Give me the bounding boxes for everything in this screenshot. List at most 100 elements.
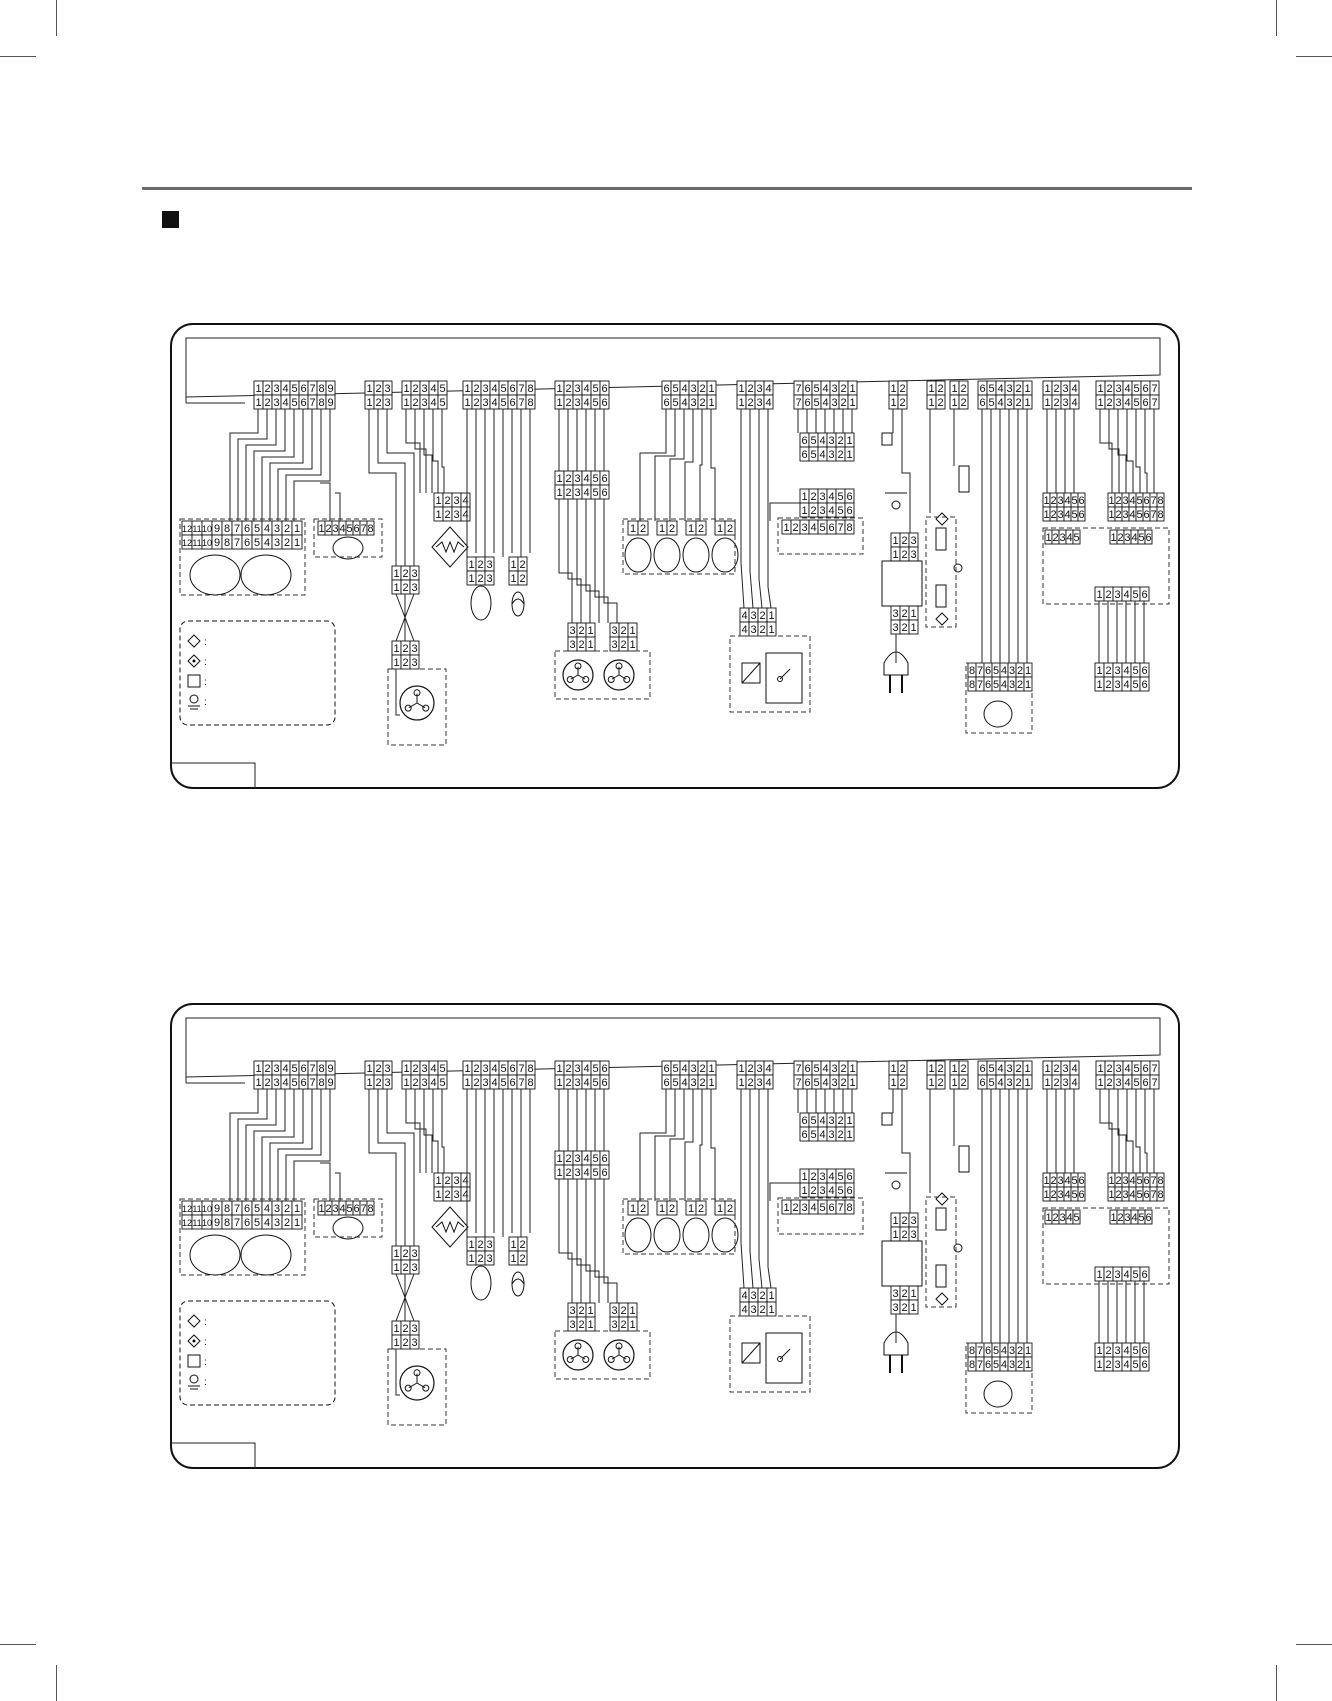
pin-label: 1 [1110, 532, 1116, 544]
pin-label: 2 [1106, 1063, 1112, 1075]
pin-label: 6 [846, 1185, 852, 1197]
winding-terminal [582, 676, 590, 683]
pin-label: 3 [1114, 679, 1120, 691]
legend-colon: : [204, 697, 207, 708]
pin-label: 5 [837, 491, 843, 503]
pin-label: 2 [477, 559, 483, 571]
pin-label: 4 [997, 1063, 1003, 1075]
wire [558, 499, 573, 623]
power-plug-icon [883, 651, 909, 676]
legend-ground-icon [189, 694, 199, 704]
pin-label: 6 [1078, 1175, 1084, 1187]
pin-label: 2 [810, 1185, 816, 1197]
pin-label: 1 [1045, 1212, 1051, 1224]
pin-label: 2 [1105, 1359, 1111, 1371]
pin-label: 1 [294, 1217, 300, 1229]
pin-label: 2 [727, 1203, 733, 1215]
pin-label: 4 [1066, 532, 1072, 544]
pin-label: 5 [291, 1077, 297, 1089]
pin-label: 1 [890, 383, 896, 395]
pin-cell [958, 1074, 969, 1090]
sensor-element [332, 1216, 364, 1240]
pin-label: 1 [556, 383, 562, 395]
pin-label: 1 [801, 1171, 807, 1183]
pin-label: 3 [1115, 1063, 1121, 1075]
pin-cell [484, 1250, 495, 1266]
pin-label: 2 [840, 397, 846, 409]
pin-label: 7 [977, 679, 983, 691]
pin-label: 3 [411, 657, 417, 669]
pin-label: 4 [741, 610, 747, 622]
pin-label: 2 [901, 1229, 907, 1241]
pin-label: 4 [1064, 509, 1070, 521]
pin-label: 4 [282, 397, 288, 409]
pin-label: 1 [435, 1175, 441, 1187]
pin-cell [1139, 676, 1150, 692]
pin-label: 11 [192, 538, 201, 548]
pin-label: 2 [375, 1077, 381, 1089]
pin-label: 3 [574, 397, 580, 409]
pin-label: 4 [583, 487, 589, 499]
pin-label: 11 [192, 1204, 201, 1214]
lamp-icon [511, 1271, 525, 1297]
pin-label: 1 [1096, 1345, 1102, 1357]
pin-label: 8 [224, 523, 230, 535]
pin-cell [666, 520, 678, 536]
display-element-b [240, 1234, 292, 1276]
pin-label: 2 [899, 397, 905, 409]
pin-cell [1077, 1186, 1086, 1202]
pin-label: 6 [509, 397, 515, 409]
legend-colon: : [204, 657, 207, 668]
pin-label: 1 [951, 1077, 957, 1089]
pin-label: 5 [346, 523, 352, 535]
pin-label: 7 [1150, 1189, 1156, 1201]
pin-label: 6 [1141, 1345, 1147, 1357]
pin-label: 3 [828, 1115, 834, 1127]
pin-label: 4 [681, 1077, 687, 1089]
pin-label: 6 [1143, 495, 1149, 507]
pin-label: 7 [837, 522, 843, 534]
pin-label: 3 [482, 383, 488, 395]
pin-label: 5 [810, 449, 816, 461]
pin-label: 6 [804, 397, 810, 409]
pin-label: 8 [969, 1359, 975, 1371]
pin-label: 3 [910, 535, 916, 547]
relay-contact-icon [777, 1356, 783, 1362]
pin-label: 3 [574, 487, 580, 499]
pin-label: 2 [810, 1171, 816, 1183]
lamp-filament [511, 598, 525, 605]
pin-label: 1 [629, 1319, 635, 1331]
pin-label: 3 [1057, 495, 1063, 507]
pin-label: 1 [892, 1215, 898, 1227]
pin-label: 2 [747, 1077, 753, 1089]
ice-maker-icon [983, 700, 1013, 728]
pin-label: 4 [681, 1063, 687, 1075]
winding [577, 674, 586, 680]
pin-label: 2 [747, 397, 753, 409]
power-box [881, 560, 923, 607]
pin-label: 1 [708, 397, 714, 409]
pin-label: 2 [402, 1248, 408, 1260]
pin-label: 2 [620, 1319, 626, 1331]
pin-label: 2 [412, 1063, 418, 1075]
pin-label: 3 [828, 449, 834, 461]
pin-label: 9 [327, 1063, 333, 1075]
wire [769, 1182, 800, 1201]
pin-label: 3 [1115, 1077, 1121, 1089]
pin-label: 1 [587, 1319, 593, 1331]
pin-label: 9 [214, 1203, 220, 1215]
wire [368, 409, 397, 566]
pin-label: 1 [708, 1077, 714, 1089]
pin-label: 2 [747, 383, 753, 395]
pin-label: 3 [831, 1077, 837, 1089]
pin-label: 3 [274, 523, 280, 535]
power-box [881, 1240, 923, 1287]
pin-label: 7 [795, 397, 801, 409]
pin-label: 5 [592, 1077, 598, 1089]
pin-label: 1 [393, 582, 399, 594]
pin-cell [958, 394, 969, 410]
pin-label: 8 [367, 523, 373, 535]
pin-label: 5 [993, 665, 999, 677]
